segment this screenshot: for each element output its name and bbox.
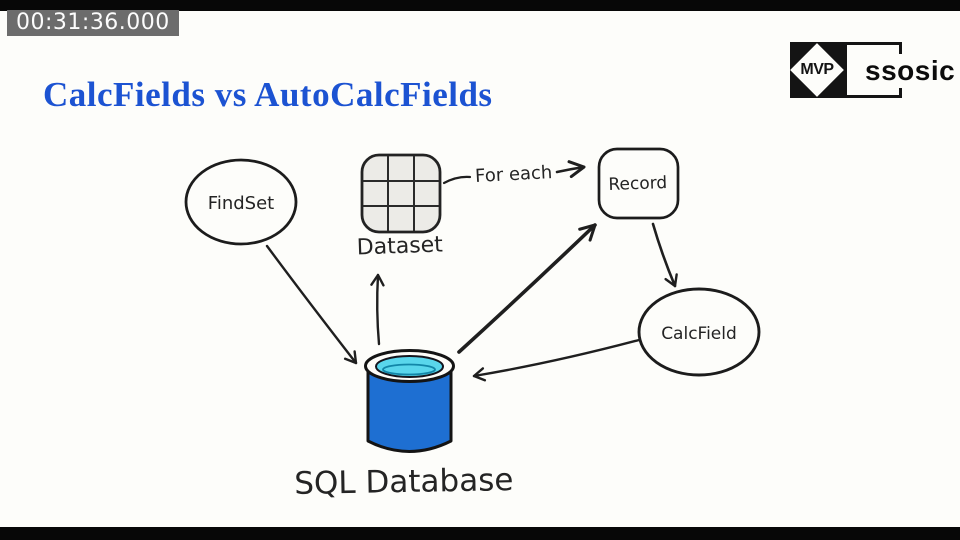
record-label: Record [608,173,667,195]
arrow-db-to-record [457,223,597,354]
bottom-letterbox-bar [0,527,960,540]
top-letterbox-bar [0,0,960,11]
findset-label: FindSet [208,193,274,214]
slide-title: CalcFields vs AutoCalcFields [43,75,493,114]
for-each-label: For each [475,162,553,187]
arrow-calcfield-to-db [472,338,641,382]
findset-node [184,158,298,246]
record-node [597,147,680,220]
calcfield-label: CalcField [661,324,737,344]
arrow-findset-to-db [265,244,358,365]
calcfield-node [637,287,761,377]
database-label: SQL Database [294,462,514,502]
channel-logo: MVP ssosic [788,40,959,102]
arrow-record-to-calcfield [651,222,678,288]
mvp-badge: MVP [790,42,844,98]
arrow-db-to-dataset [370,273,385,346]
dataset-label: Dataset [356,232,443,260]
for-each-connector-line [442,175,472,185]
database-cylinder-icon [364,349,455,453]
mvp-badge-label: MVP [800,61,834,78]
timestamp-overlay: 00:31:36.000 [7,10,179,36]
dataset-grid-icon [360,153,442,234]
brand-name-label: ssosic [862,54,959,88]
for-each-arrow [555,160,586,179]
